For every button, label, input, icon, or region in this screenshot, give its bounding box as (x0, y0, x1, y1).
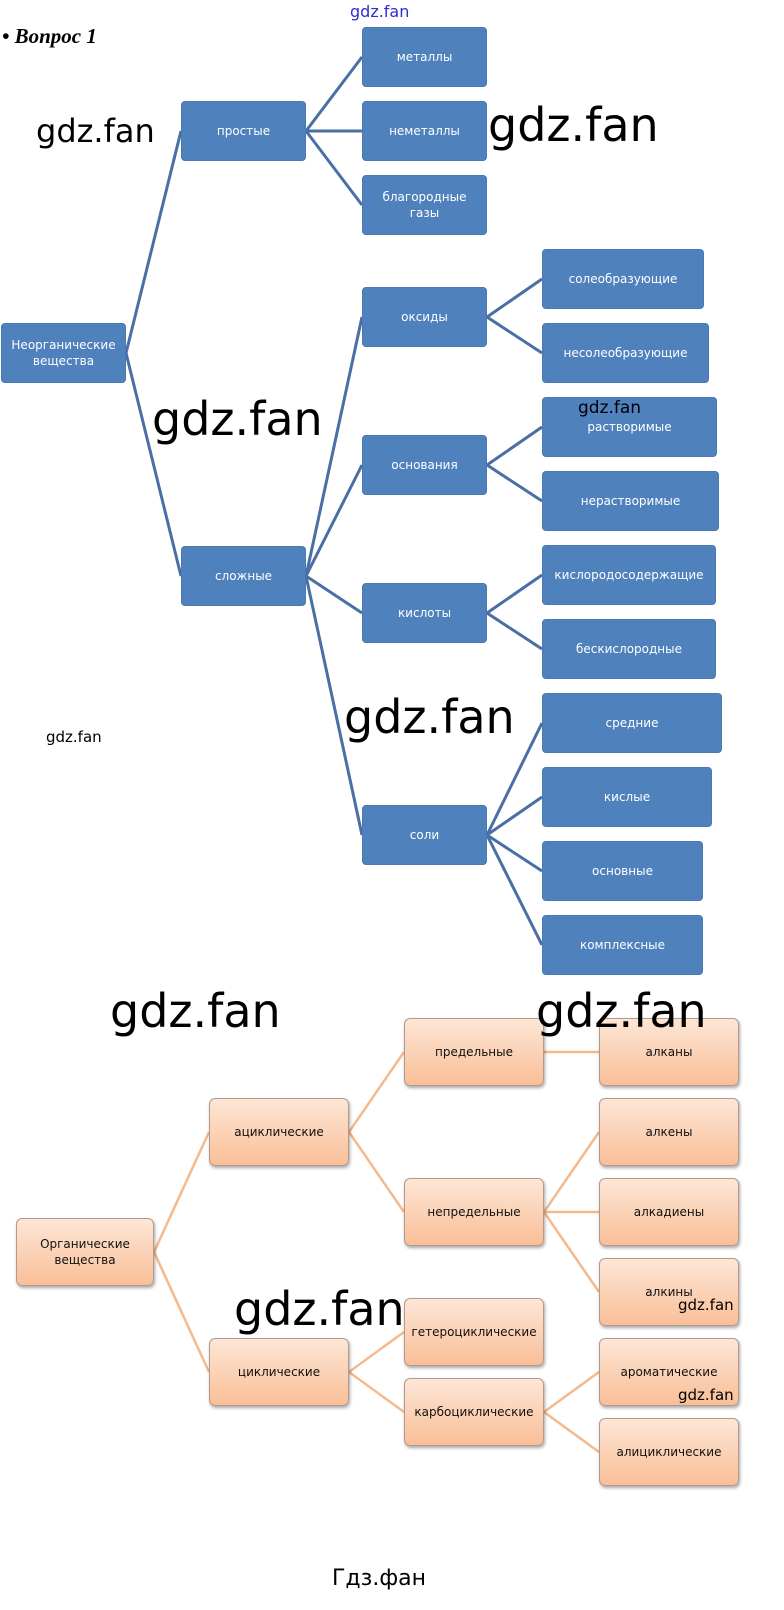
watermark: gdz.fan (152, 392, 323, 446)
connector-line (486, 277, 543, 319)
diagram-node: средние (542, 693, 722, 753)
connector-line (304, 316, 364, 577)
watermark: gdz.fan (488, 98, 659, 152)
watermark: gdz.fan (344, 690, 515, 744)
connector-line (304, 575, 364, 836)
diagram-node: алициклические (599, 1418, 739, 1486)
diagram-node: основные (542, 841, 703, 901)
diagram-node: предельные (404, 1018, 544, 1086)
connector-line (348, 1370, 405, 1414)
diagram-node: оксиды (362, 287, 487, 347)
connector-line (486, 795, 543, 837)
connector-line (542, 1211, 601, 1293)
connector-line (543, 1370, 600, 1414)
diagram-node: бескислородные (542, 619, 716, 679)
diagram-node: несолеобразующие (542, 323, 709, 383)
diagram-root-node: Неорганические вещества (1, 323, 126, 383)
connector-line (305, 574, 363, 615)
watermark: gdz.fan (234, 1282, 405, 1336)
diagram-node: алкены (599, 1098, 739, 1166)
connector-line (486, 573, 543, 615)
connector-line (152, 1131, 211, 1253)
diagram-node: кислые (542, 767, 712, 827)
diagram-node: сложные (181, 546, 306, 606)
diagram-node: алкины (599, 1258, 739, 1326)
connector-line (304, 130, 364, 206)
connector-line (485, 722, 544, 836)
connector-line (348, 1330, 405, 1374)
connector-line (486, 833, 543, 873)
watermark: gdz.fan (578, 398, 642, 418)
diagram-node: карбоциклические (404, 1378, 544, 1446)
diagram-root-node: Органические вещества (16, 1218, 154, 1286)
diagram-node: простые (181, 101, 306, 161)
diagram-node: алканы (599, 1018, 739, 1086)
diagram-node: неметаллы (362, 101, 487, 161)
diagram-node: основания (362, 435, 487, 495)
diagram-node: нерастворимые (542, 471, 719, 531)
watermark: gdz.fan (678, 1386, 734, 1404)
connector-line (485, 834, 544, 946)
connector-line (347, 1131, 406, 1213)
watermark: gdz.fan (110, 984, 281, 1038)
diagram-node: ациклические (209, 1098, 349, 1166)
connector-line (304, 464, 364, 577)
diagram-node: солеобразующие (542, 249, 704, 309)
watermark: gdz.fan (350, 2, 410, 21)
watermark: gdz.fan (36, 112, 155, 150)
diagram-node: кислоты (362, 583, 487, 643)
diagram-node: гетероциклические (404, 1298, 544, 1366)
diagram-node: благородные газы (362, 175, 487, 235)
diagram-node: комплексные (542, 915, 703, 975)
diagram-node: циклические (209, 1338, 349, 1406)
connector-line (543, 1410, 600, 1454)
diagram-node: растворимые (542, 397, 717, 457)
connector-line (152, 1251, 211, 1373)
diagram-node: металлы (362, 27, 487, 87)
watermark: gdz.fan (678, 1296, 734, 1314)
connector-line (486, 315, 543, 355)
diagram-node: непредельные (404, 1178, 544, 1246)
connector-line (486, 611, 543, 651)
diagram-node: кислородосодержащие (542, 545, 716, 605)
watermark: gdz.fan (46, 728, 102, 746)
question-title: • Вопрос 1 (2, 24, 97, 48)
connector-line (124, 130, 183, 354)
connector-line (486, 425, 543, 467)
connector-line (542, 1131, 601, 1213)
footer-watermark: Гдз.фан (332, 1566, 426, 1591)
connector-line (124, 352, 183, 577)
connector-line (347, 1051, 406, 1133)
connector-line (486, 463, 543, 503)
diagram-node: соли (362, 805, 487, 865)
diagram-node: алкадиены (599, 1178, 739, 1246)
watermark: gdz.fan (536, 984, 707, 1038)
connector-line (304, 56, 364, 132)
diagram-node: ароматические (599, 1338, 739, 1406)
